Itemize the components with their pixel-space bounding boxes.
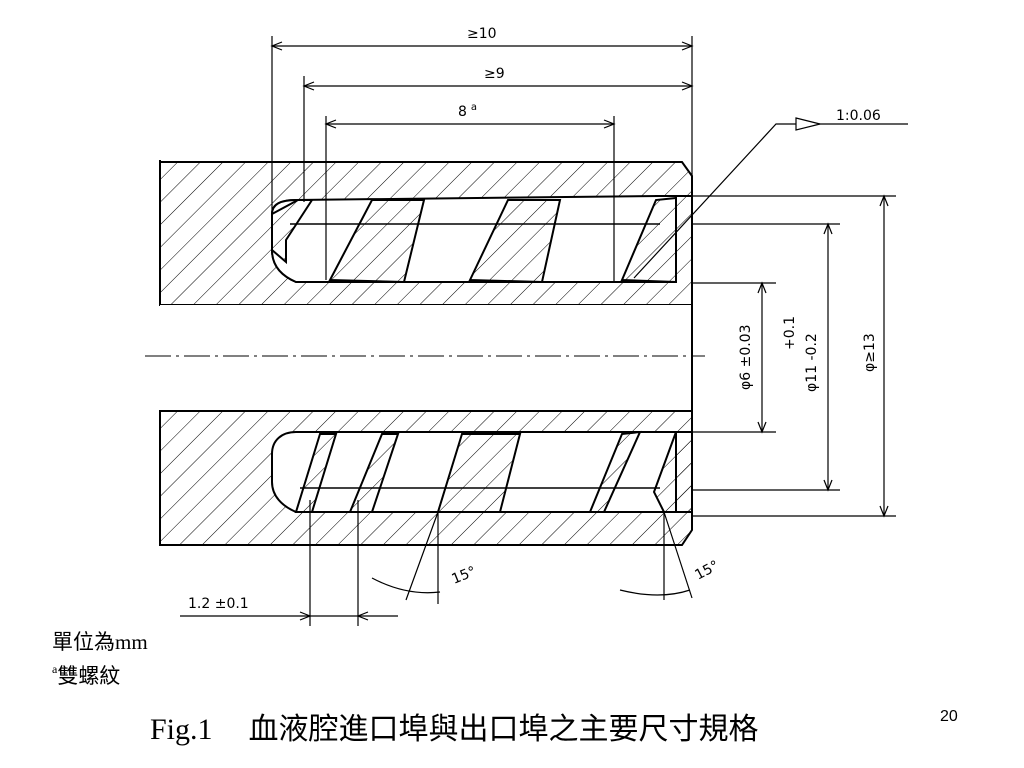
taper-leader [633,117,908,279]
dimension-thread-length [324,116,616,282]
label-chamfer-width: 1.2 ±0.1 [188,596,249,612]
page-number: 20 [940,708,958,725]
unit-note: 單位為mm [52,630,148,654]
label-bore-diameter: φ6 ±0.03 [738,325,754,391]
dimension-chamfer-width [180,500,398,626]
figure-label: Fig.1 [150,713,213,746]
figure-title: 血液腔進口埠與出口埠之主要尺寸規格 [248,713,759,746]
double-thread-mark: a [52,662,58,676]
label-thread-diameter-tol: +0.1 [782,316,798,350]
bore-channel [160,305,692,411]
label-overall-length: ≥10 [467,26,497,42]
dimension-thread-diameter [692,222,840,492]
label-thread-span: ≥9 [484,66,505,82]
angle-right [619,511,693,600]
upper-thread-cavity [271,195,677,283]
figure-caption: Fig.1 血液腔進口埠與出口埠之主要尺寸規格 [150,704,759,748]
double-thread-text: 雙螺紋 [57,664,121,688]
label-thread-diameter: φ11 -0.2 [804,333,820,392]
dimension-bore-diameter [692,281,776,434]
double-thread-note: a雙螺紋 [52,660,120,690]
dimension-overall-length [270,36,694,214]
label-angle-right: 15° [692,558,721,584]
label-taper: 1:0.06 [836,108,881,124]
upper-thread-teeth [271,196,677,284]
label-outer-diameter: φ≥13 [862,333,878,372]
dimension-outer-diameter [692,194,896,518]
dimension-thread-span [302,76,694,202]
angle-left [371,511,441,604]
label-angle-left: 15° [450,564,479,588]
